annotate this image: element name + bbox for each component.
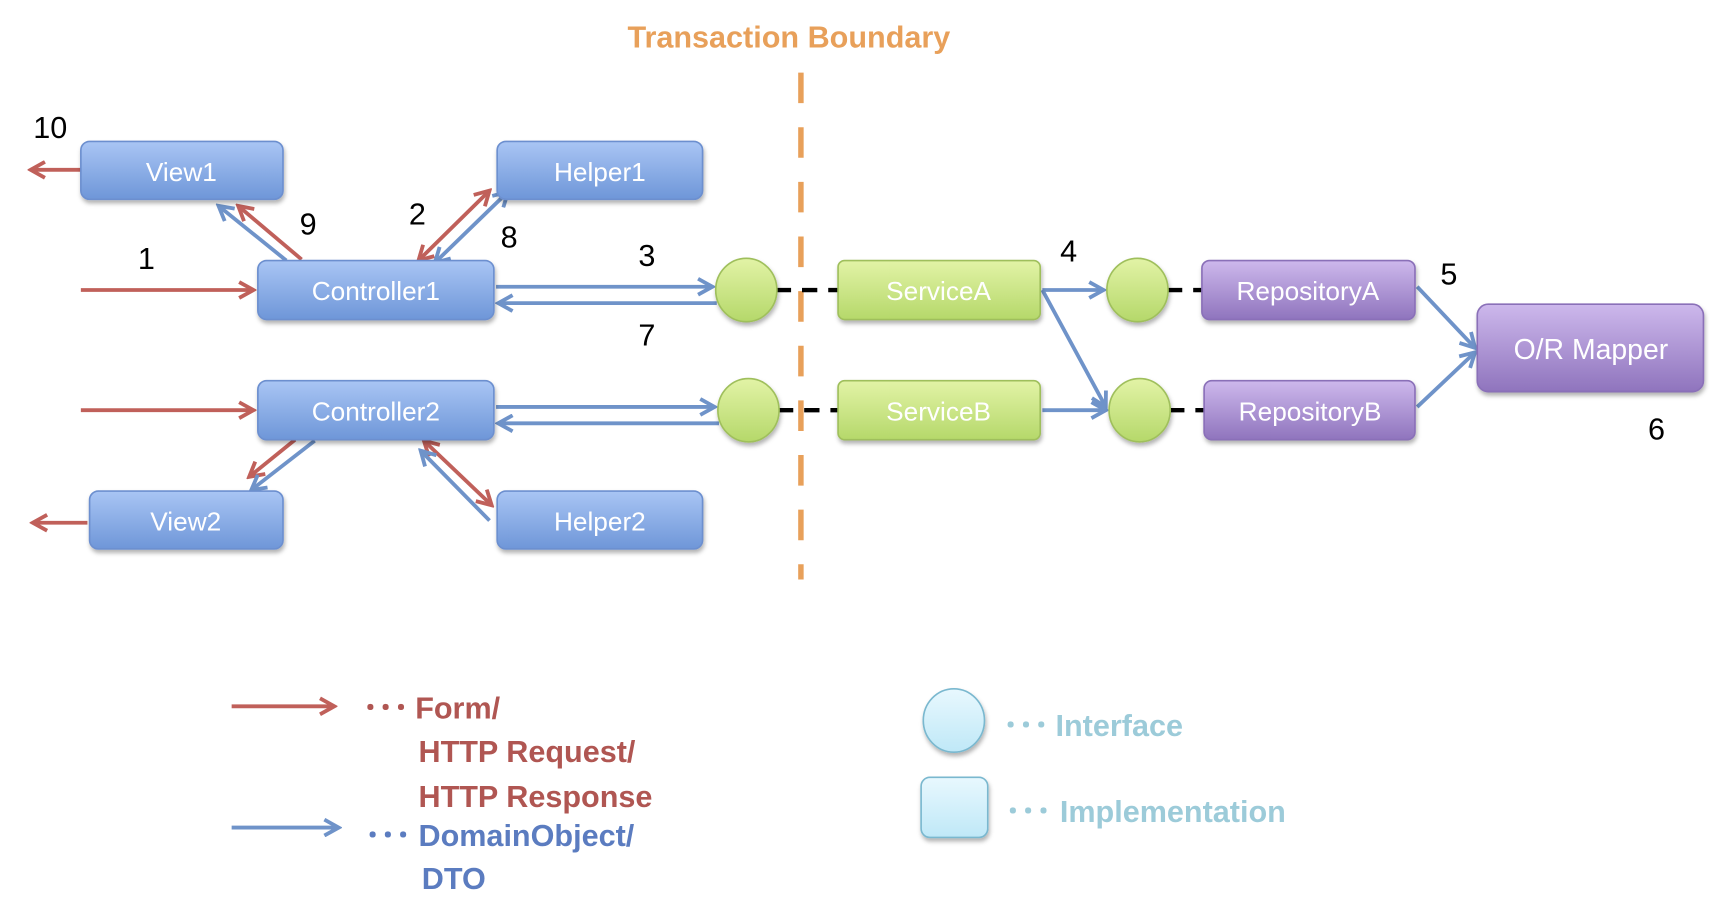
node-serviceB: ServiceB: [837, 379, 1042, 441]
legend-request-response: ･･･ Form/ HTTP Request/ HTTP Response: [231, 691, 652, 814]
node-label: Controller1: [312, 276, 440, 306]
legend-red-dots: ･･･: [363, 691, 409, 725]
dto-arrow-view2: [251, 439, 316, 490]
node-controller2: Controller2: [257, 379, 495, 441]
node-helper1: Helper1: [496, 140, 704, 201]
node-label: ServiceA: [886, 276, 991, 306]
node-repositoryB: RepositoryB: [1203, 379, 1416, 441]
node-label: RepositoryA: [1236, 276, 1379, 306]
node-view1: View1: [80, 140, 284, 201]
step-number-9: 9: [300, 207, 317, 241]
node-helper2: Helper2: [496, 490, 704, 550]
dto-arrow-helper2: [421, 451, 491, 522]
step-number-7: 7: [638, 319, 655, 353]
legend-blue-dots: ･･･: [365, 819, 411, 853]
step-number-2: 2: [409, 197, 426, 231]
dto-arrow-view1: [219, 206, 288, 262]
legend-red-line3: HTTP Response: [418, 780, 652, 814]
legend-blue-line1: DomainObject/: [418, 819, 634, 853]
node-label: RepositoryB: [1239, 396, 1382, 426]
node-label: ServiceB: [886, 396, 991, 426]
node-view2: View2: [88, 490, 284, 550]
interface-circle-repositoryA: [1106, 257, 1169, 323]
step-number-8: 8: [501, 220, 518, 254]
legend-implementation-dots: ･･･: [1005, 795, 1051, 829]
step-number-10: 10: [33, 111, 67, 145]
legend-implementation: ･･･ Implementation: [920, 776, 1286, 839]
step-number-4: 4: [1060, 235, 1077, 269]
node-label: View1: [146, 157, 217, 187]
step-number-3: 3: [638, 239, 655, 273]
node-or-mapper: O/R Mapper: [1476, 303, 1705, 393]
transaction-boundary-title: Transaction Boundary: [627, 20, 950, 54]
dto-arrow-serviceA-repoB: [1040, 289, 1105, 407]
legend-interface: ･･･ Interface: [922, 688, 1183, 754]
request-arrow-view2: [249, 438, 297, 477]
legend-implementation-box-icon: [920, 776, 989, 839]
request-arrow-2: [418, 191, 489, 261]
interface-circle-repositoryB: [1108, 377, 1172, 443]
node-controller1: Controller1: [257, 259, 495, 321]
legend-interface-dots: ･･･: [1003, 709, 1049, 743]
node-label: Helper1: [554, 157, 646, 187]
legend-red-line2: HTTP Request/: [418, 735, 635, 769]
step-number-6: 6: [1648, 413, 1665, 447]
dto-arrow-8: [435, 192, 508, 263]
step-number-5: 5: [1440, 258, 1457, 292]
node-label: View2: [150, 507, 221, 537]
legend-interface-label: Interface: [1056, 709, 1183, 743]
request-arrow-helper2: [424, 441, 492, 505]
node-serviceA: ServiceA: [837, 259, 1042, 321]
legend-red-line1: Form/: [415, 691, 500, 725]
request-arrow-9: [238, 206, 303, 261]
legend-interface-circle-icon: [922, 688, 986, 754]
interface-circle-serviceB: [717, 377, 780, 443]
legend-domain-object: ･･･ DomainObject/ DTO: [231, 819, 635, 896]
step-number-1: 1: [138, 242, 155, 276]
interface-circle-serviceA: [714, 257, 778, 323]
node-label: Controller2: [312, 396, 440, 426]
node-repositoryA: RepositoryA: [1201, 259, 1416, 321]
legend-implementation-label: Implementation: [1060, 795, 1286, 829]
node-label: O/R Mapper: [1514, 334, 1669, 366]
node-label: Helper2: [554, 507, 646, 537]
legend-blue-line2: DTO: [422, 862, 486, 896]
dto-arrow-5: [1415, 285, 1475, 348]
dto-arrow-repoB-mapper: [1415, 352, 1475, 409]
